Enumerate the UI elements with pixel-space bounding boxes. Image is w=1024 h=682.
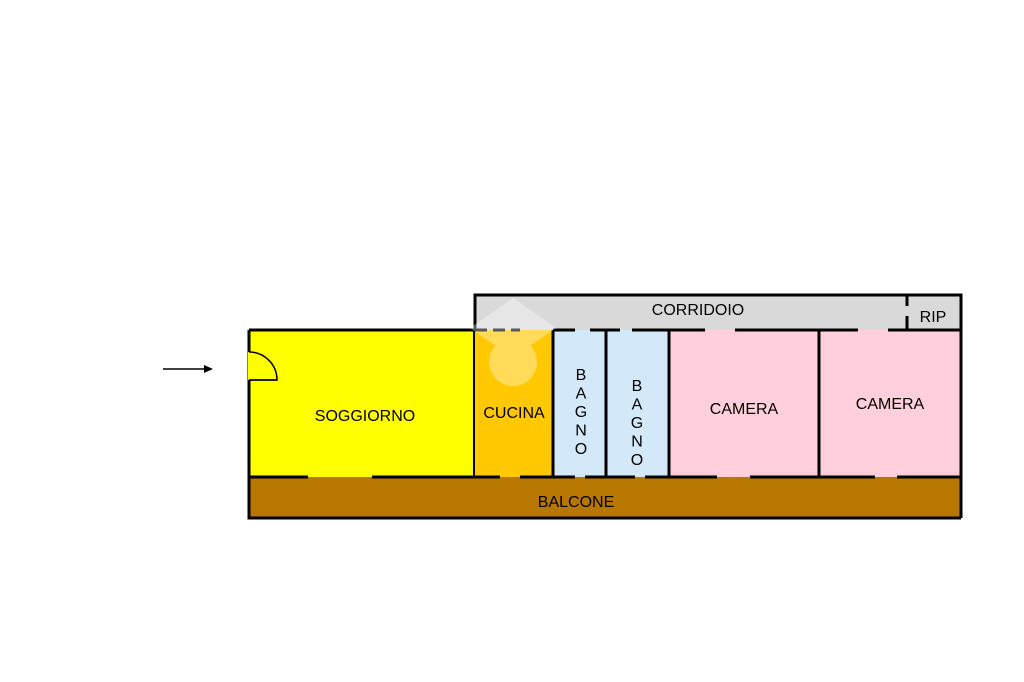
label-corridoio: CORRIDOIO (652, 302, 744, 319)
label-rip: RIP (920, 309, 947, 326)
vertical-label-letter: G (575, 404, 587, 421)
vertical-label-letter: O (631, 452, 643, 469)
room-bagno-2 (606, 330, 669, 477)
room-cucina (474, 330, 553, 477)
watermark-logo (470, 298, 556, 386)
vertical-label-letter: A (632, 397, 643, 414)
room-rip (907, 295, 961, 330)
vertical-label-letter: N (575, 423, 587, 440)
room-camera-1 (669, 330, 819, 477)
right-arrow-icon (163, 365, 213, 373)
room-bagno-1 (553, 330, 606, 477)
room-camera-2 (819, 330, 961, 477)
vertical-label-letter: B (632, 378, 643, 395)
label-soggiorno: SOGGIORNO (315, 408, 415, 425)
label-camera-1: CAMERA (710, 401, 779, 418)
vertical-label-letter: N (631, 434, 643, 451)
vertical-label-letter: G (631, 415, 643, 432)
vertical-label-letter: A (576, 386, 587, 403)
room-soggiorno (249, 330, 474, 477)
walls (247, 293, 963, 520)
room-corridoio (475, 295, 907, 330)
label-camera-2: CAMERA (856, 396, 925, 413)
label-cucina: CUCINA (483, 405, 545, 422)
room-balcone (249, 477, 961, 518)
label-balcone: BALCONE (538, 494, 614, 511)
vertical-label-letter: B (576, 367, 587, 384)
vertical-label-letter: O (575, 441, 587, 458)
entrance-door-icon (248, 351, 278, 381)
